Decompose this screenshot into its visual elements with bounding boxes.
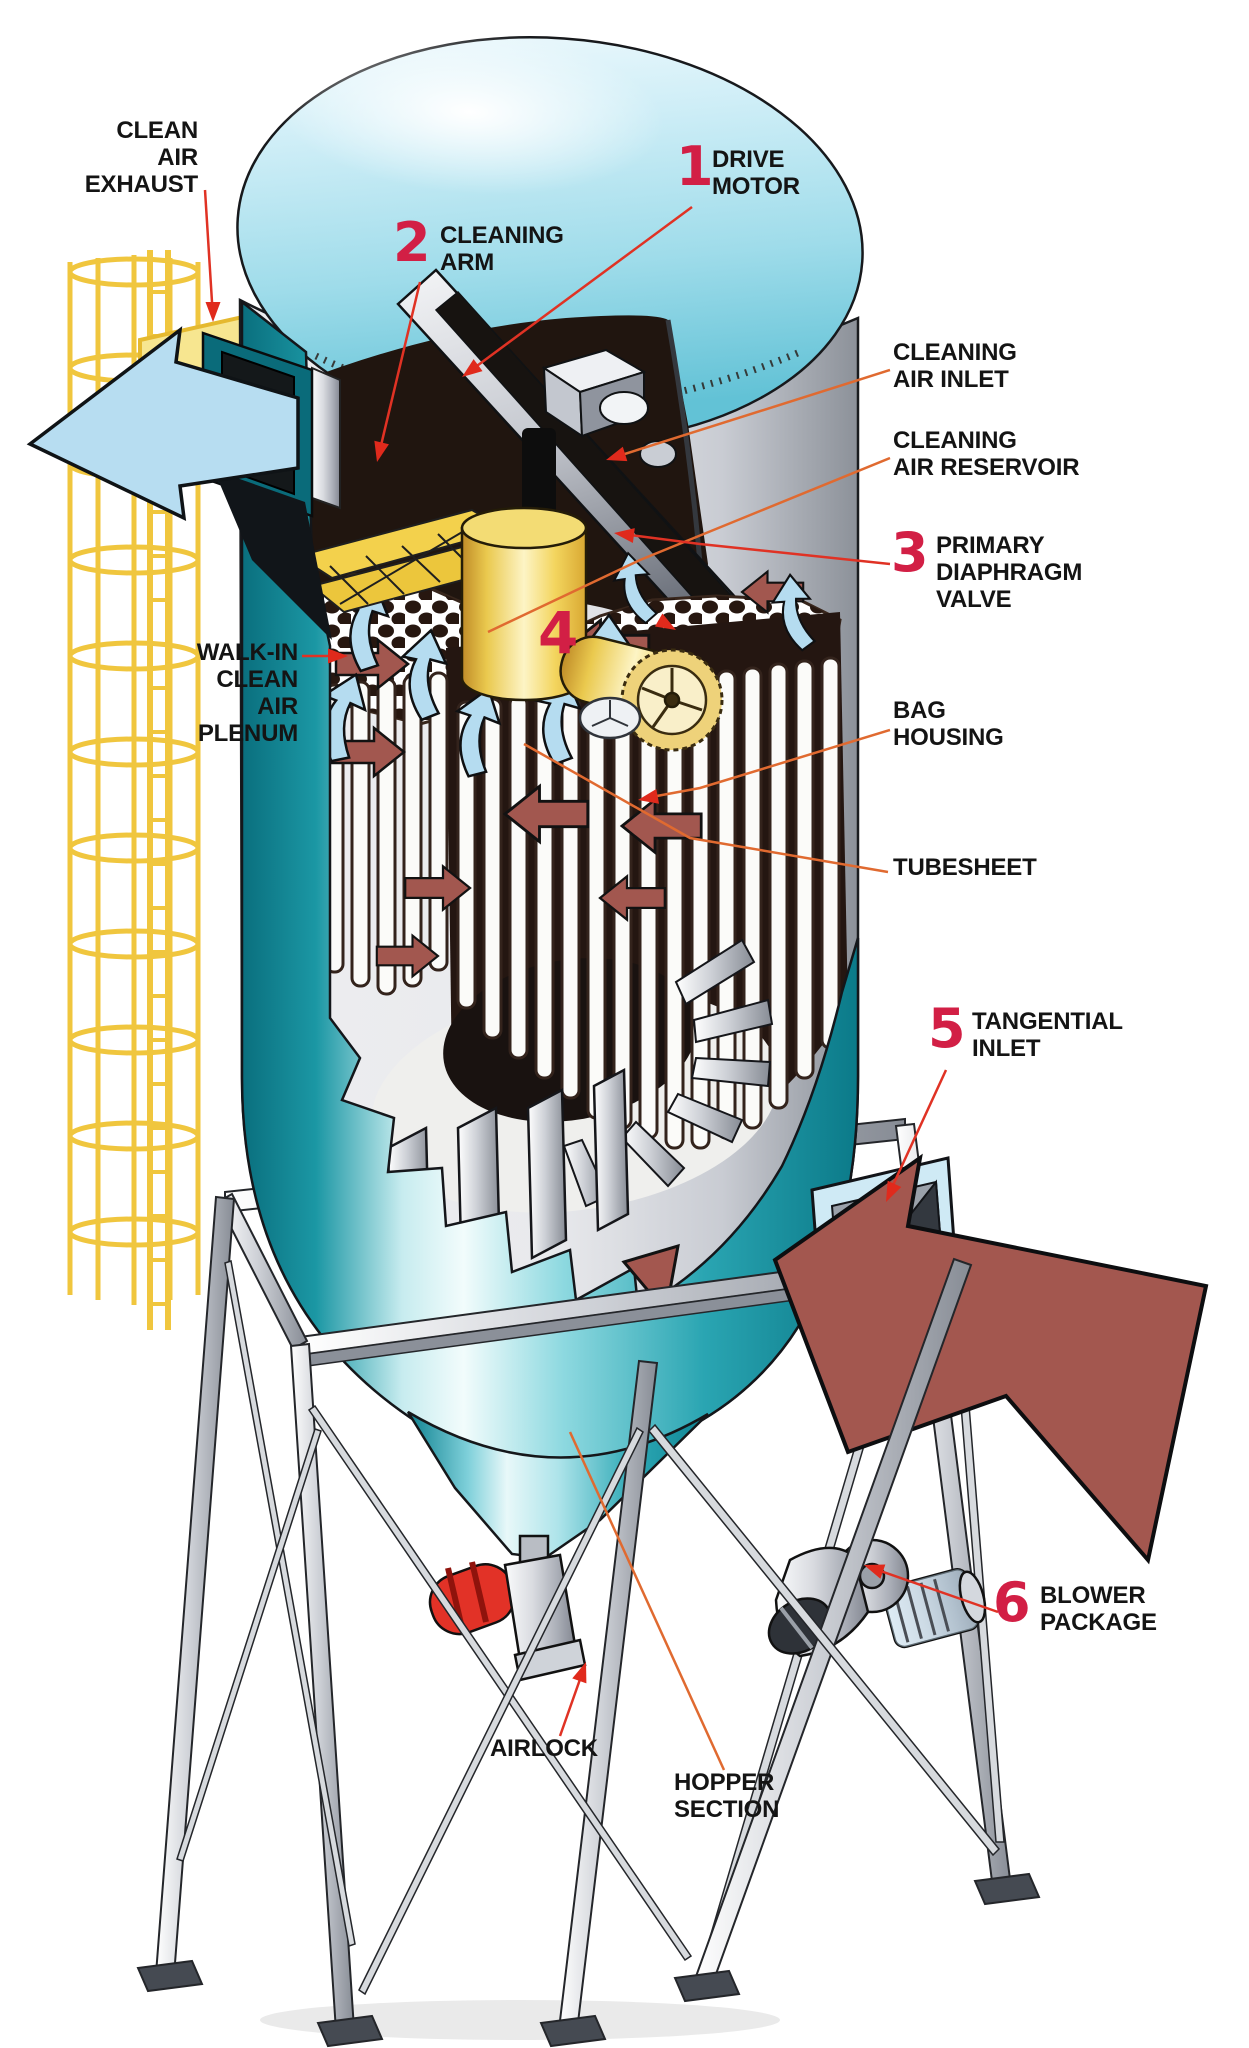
pointer-lines	[203, 189, 999, 1771]
label-cleaning-air-inlet: CLEANING AIR INLET	[893, 339, 1017, 393]
label-hopper-section: HOPPER SECTION	[674, 1769, 780, 1823]
label-bag-housing: BAG HOUSING	[893, 697, 1004, 751]
label-primary-diaphragm-valve: PRIMARY DIAPHRAGM VALVE	[936, 532, 1083, 613]
callout-number-4: 4	[538, 599, 579, 667]
cleaning-air-inlet-pipe	[522, 428, 556, 532]
label-tubesheet: TUBESHEET	[893, 854, 1037, 881]
label-walk-in-clean-air-plenum: WALK-IN CLEAN AIR PLENUM	[196, 639, 298, 747]
cleaning-air-reservoir-tank	[460, 506, 724, 752]
callout-number-2: 2	[393, 211, 431, 274]
label-clean-air-exhaust: CLEAN AIR EXHAUST	[84, 117, 198, 198]
label-airlock: AIRLOCK	[490, 1735, 598, 1762]
tank-top-disc	[236, 29, 864, 444]
dirty-air-inlet-arrow	[772, 1153, 1209, 1565]
label-tangential-inlet: TANGENTIAL INLET	[972, 1008, 1123, 1062]
callout-number-6: 6	[993, 1571, 1031, 1634]
callout-number-1: 1	[676, 135, 714, 198]
callout-number-3: 3	[891, 521, 929, 584]
label-blower-package: BLOWER PACKAGE	[1040, 1582, 1157, 1636]
label-cleaning-air-reservoir: CLEANING AIR RESERVOIR	[893, 427, 1080, 481]
label-cleaning-arm: CLEANING ARM	[440, 222, 564, 276]
label-drive-motor: DRIVE MOTOR	[712, 146, 800, 200]
support-structure-front	[136, 1192, 1001, 2048]
callout-number-5: 5	[928, 997, 966, 1060]
clean-air-exhaust-arrow	[26, 326, 300, 521]
cleaning-arm-assembly	[396, 268, 760, 654]
ground-shadow	[260, 2000, 780, 2040]
